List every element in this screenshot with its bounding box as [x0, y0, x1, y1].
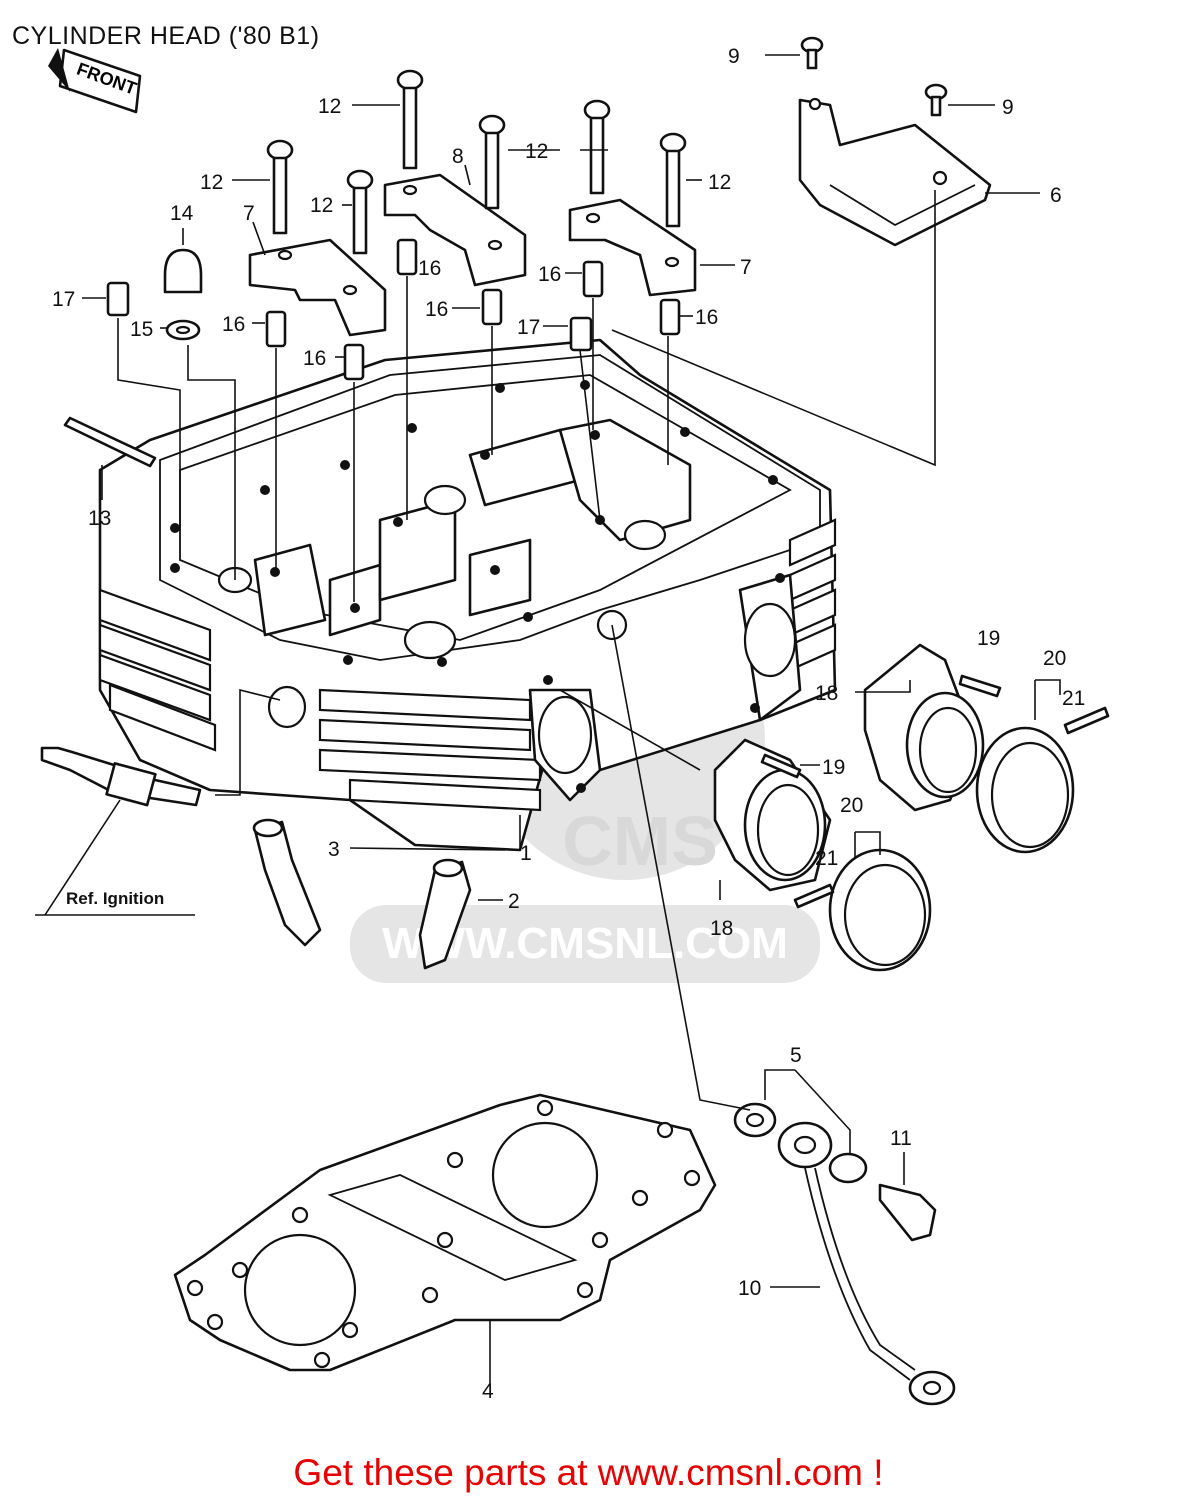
front-arrow-badge: FRONT: [48, 48, 142, 114]
callout-10: 10: [738, 1277, 761, 1300]
callout-12b: 12: [525, 140, 548, 163]
callout-19b: 19: [822, 756, 845, 779]
carburetor-holders: [713, 643, 985, 892]
cap-nut-washer-stud: [63, 248, 203, 468]
callout-9a: 9: [728, 45, 740, 68]
callout-12c: 12: [708, 171, 731, 194]
callout-18a: 18: [815, 682, 838, 705]
callout-11: 11: [890, 1127, 912, 1150]
callout-19a: 19: [977, 627, 1000, 650]
diagram-title: CYLINDER HEAD ('80 B1): [12, 22, 320, 50]
callout-13: 13: [88, 507, 111, 530]
clamps-and-screws: [760, 674, 1110, 972]
dowel-pins: [106, 238, 681, 381]
callout-labels: 1 2 3 4 5 6 7 7 8 9 9 10 11 12 12 12 12 …: [52, 45, 1085, 1403]
callout-17b: 17: [517, 316, 540, 339]
callout-16c: 16: [425, 298, 448, 321]
head-gasket: [173, 1093, 717, 1372]
callout-21b: 21: [815, 847, 838, 870]
leader-lines: [35, 54, 1061, 1385]
callout-6: 6: [1050, 184, 1062, 207]
oil-pipe-assembly: [733, 1102, 956, 1406]
breather-cover: [798, 36, 992, 247]
callout-16a: 16: [418, 257, 441, 280]
callout-12e: 12: [310, 194, 333, 217]
callout-12a: 12: [318, 95, 341, 118]
callout-4: 4: [482, 1380, 494, 1403]
callout-9b: 9: [1002, 96, 1014, 119]
callout-18b: 18: [710, 917, 733, 940]
cylinder-head: [98, 338, 837, 852]
callout-21a: 21: [1062, 687, 1085, 710]
callout-20b: 20: [840, 794, 863, 817]
callout-16f: 16: [695, 306, 718, 329]
ref-ignition-label: Ref. Ignition: [66, 889, 164, 908]
watermark-logo-text: CMS: [562, 802, 718, 880]
callout-12d: 12: [200, 171, 223, 194]
callout-17a: 17: [52, 288, 75, 311]
spark-plug: [40, 746, 202, 807]
callout-16e: 16: [303, 347, 326, 370]
callout-16b: 16: [538, 263, 561, 286]
callout-7b: 7: [740, 256, 752, 279]
callout-20a: 20: [1043, 647, 1066, 670]
callout-16d: 16: [222, 313, 245, 336]
callout-8: 8: [452, 145, 464, 168]
callout-14: 14: [170, 202, 194, 225]
footer-link-text[interactable]: Get these parts at www.cmsnl.com !: [293, 1452, 884, 1493]
callout-2: 2: [508, 890, 520, 913]
valve-guides: [252, 818, 472, 970]
callout-3: 3: [328, 838, 340, 861]
callout-1: 1: [520, 842, 532, 865]
callout-7a: 7: [243, 202, 255, 225]
cam-cap-bolts: [266, 69, 687, 255]
callout-5: 5: [790, 1044, 802, 1067]
camshaft-caps: [248, 173, 697, 337]
callout-15: 15: [130, 318, 153, 341]
